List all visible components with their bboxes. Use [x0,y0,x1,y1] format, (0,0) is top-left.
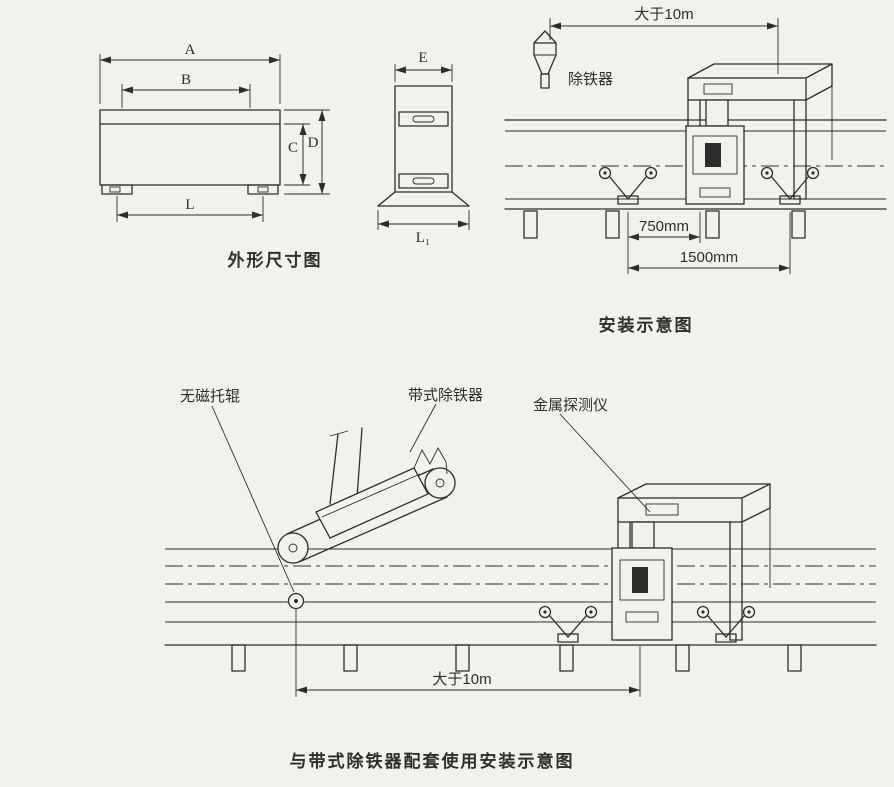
metal-detector-gantry-bottom [611,483,771,641]
dim-l1-label: L₁ [416,230,430,246]
side-view-drawing: E L₁ [377,50,470,246]
dim-c-label: C [288,140,298,156]
dim-e-label: E [418,50,427,66]
idler-support-right-bottom [696,605,756,643]
combined-schematic: 无磁托辊 带式除铁器 金属探测仪 大于10m [164,387,877,697]
outline-drawing-caption: 外形尺寸图 [228,250,323,270]
combined-caption: 与带式除铁器配套使用安装示意图 [290,751,575,771]
installation-schematic: 大于10m 除铁器 [504,6,887,274]
idler-support-left-bottom [538,605,598,643]
iron-remover-label: 除铁器 [568,71,613,88]
iron-remover-funnel-icon [533,30,557,89]
dim-1500mm-label: 1500mm [680,249,738,266]
idler-callout-label: 无磁托辊 [180,388,240,405]
distance-10m-bottom-label: 大于10m [432,671,491,688]
dim-d-label: D [308,135,319,151]
detector-callout-label: 金属探测仪 [533,397,608,414]
dim-a-label: A [185,42,196,58]
metal-detector-gantry [685,63,833,205]
installation-caption: 安装示意图 [599,315,694,335]
idler-support-right [760,166,820,205]
dim-l-label: L [185,197,194,213]
belt-iron-remover [277,427,456,564]
distance-10m-label: 大于10m [634,6,693,23]
belt-remover-callout-label: 带式除铁器 [408,387,483,404]
idler-support-left [598,166,658,205]
dim-750mm-label: 750mm [639,218,689,235]
front-view-drawing: A B C D L [99,42,330,222]
dim-b-label: B [181,72,191,88]
